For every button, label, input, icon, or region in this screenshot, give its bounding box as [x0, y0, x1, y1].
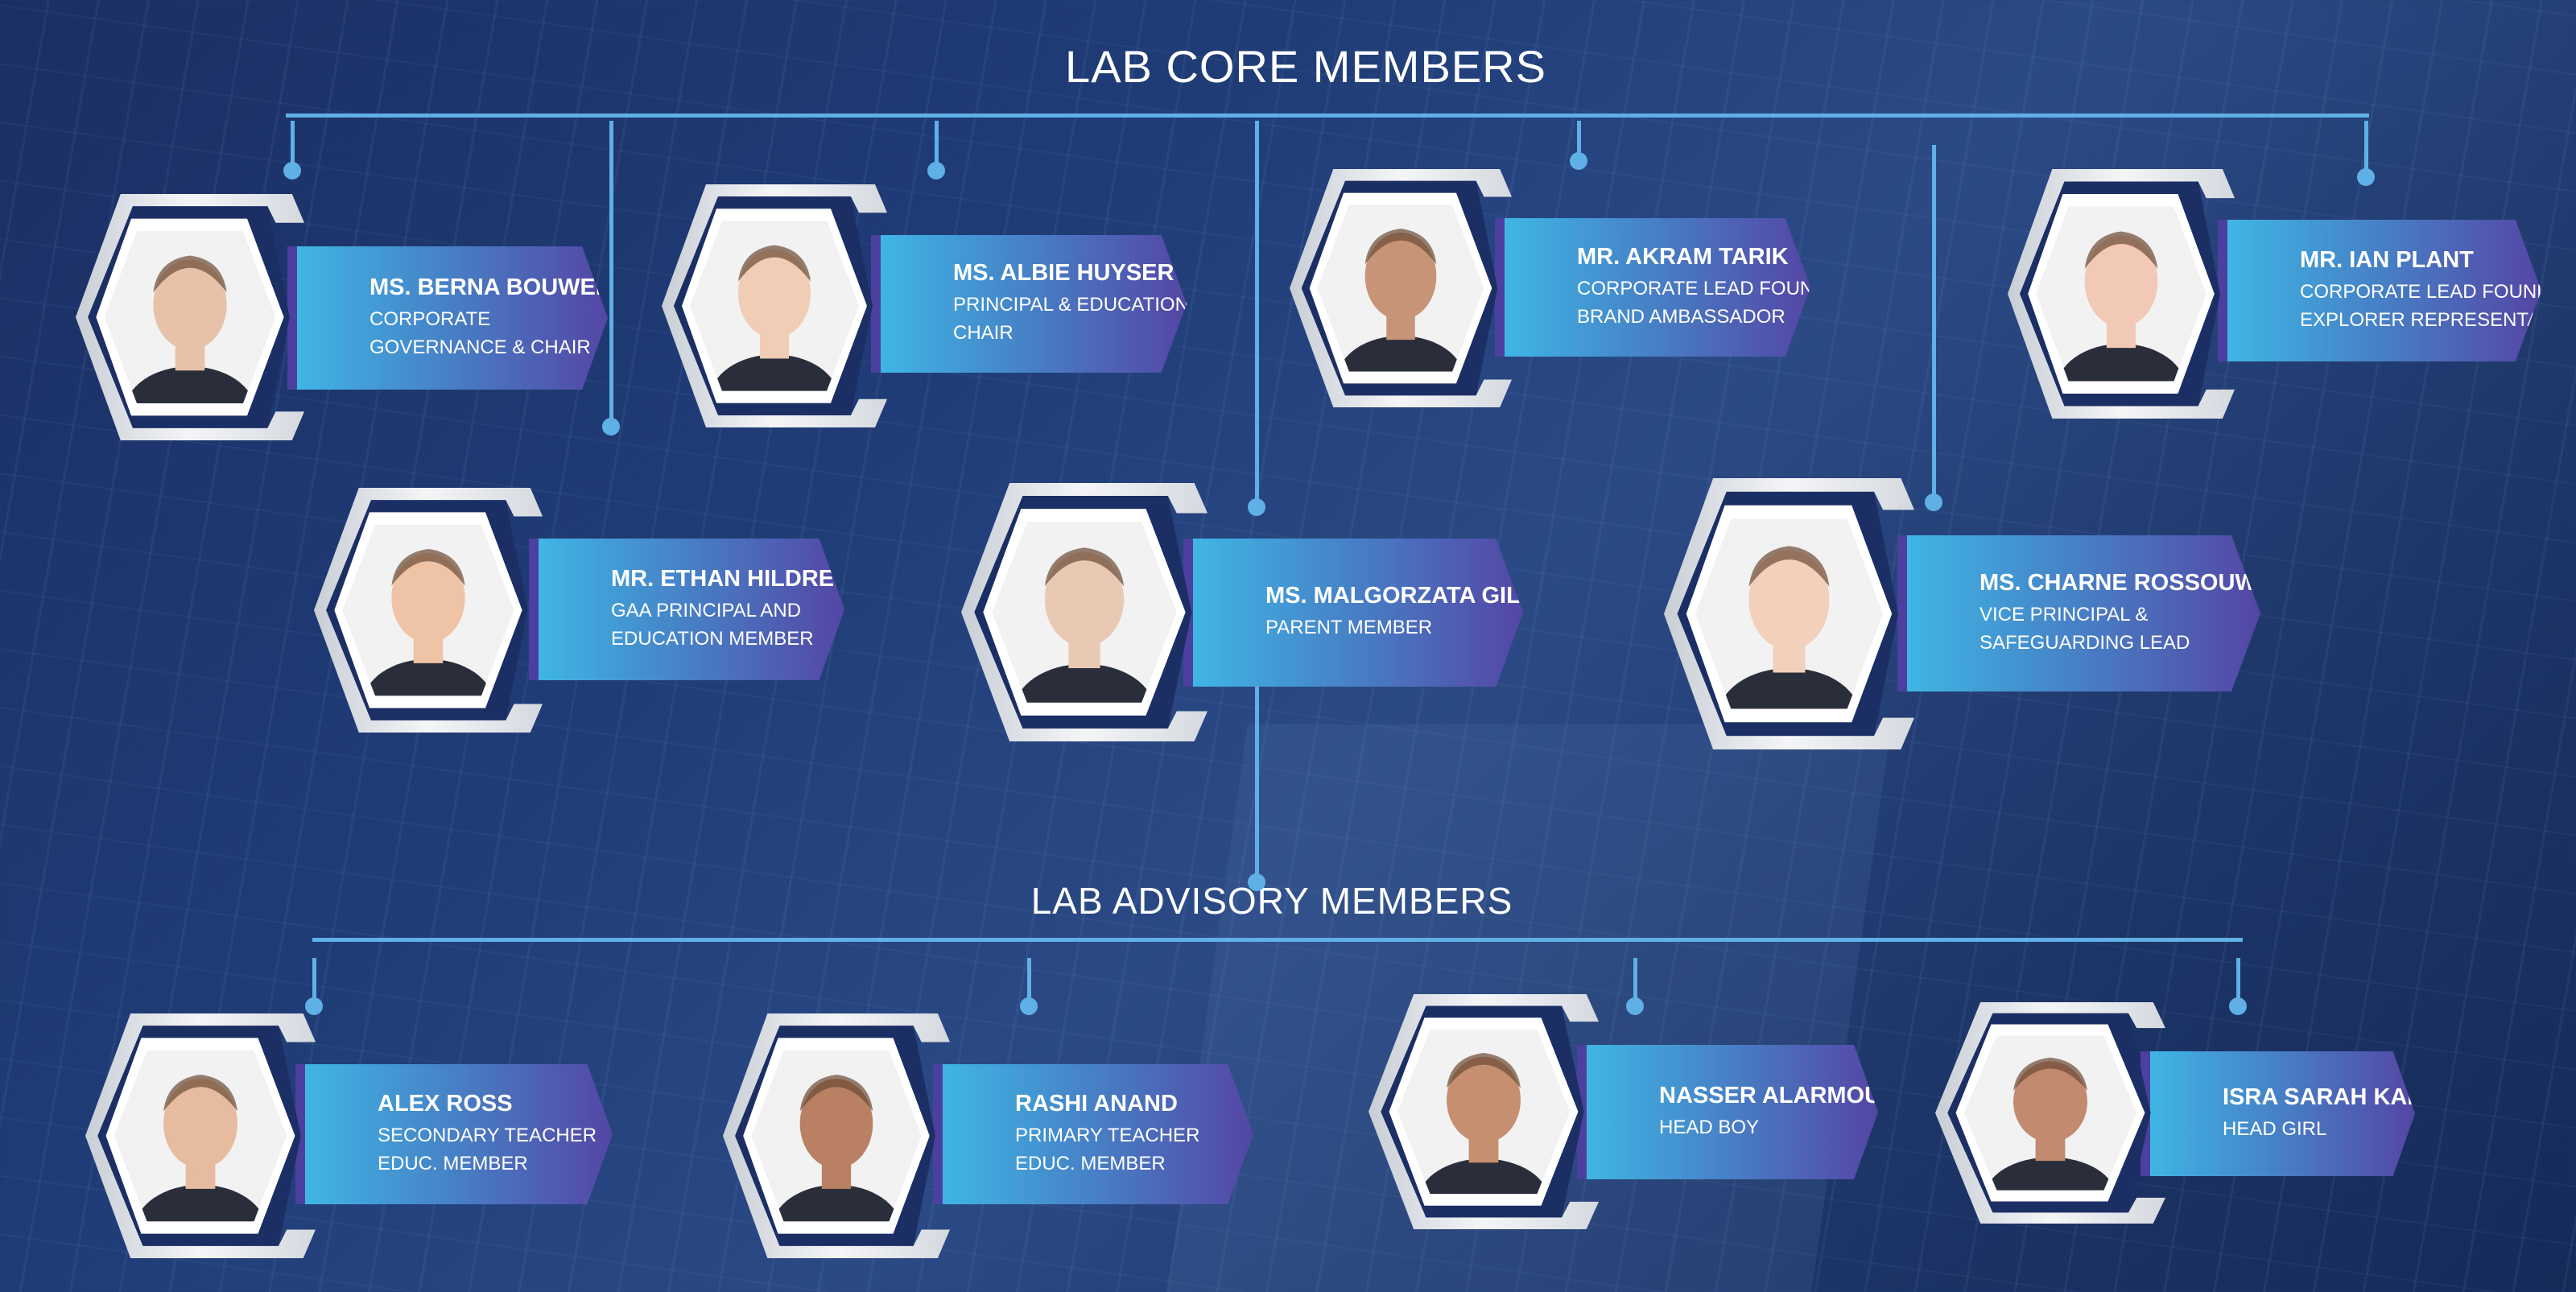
connector-line: [1577, 121, 1581, 161]
connector-dot: [1248, 873, 1265, 891]
member-role: EDUC. MEMBER: [378, 1152, 528, 1174]
member-role: EXPLORER REPRESENTATIVE: [2300, 308, 2576, 331]
member-role: SAFEGUARDING LEAD: [1979, 631, 2190, 654]
member-photo-frame: [1368, 994, 1599, 1229]
member-name: ALEX ROSS: [378, 1090, 513, 1117]
member-name: RASHI ANAND: [1015, 1090, 1178, 1117]
member-photo: [342, 524, 514, 696]
member-role: GAA PRINCIPAL AND: [611, 599, 802, 621]
core-horizontal-line: [286, 114, 2369, 118]
member-photo: [1963, 1035, 2137, 1191]
member-photo: [751, 1050, 922, 1222]
connector-line: [291, 121, 295, 171]
member-photo-frame: [961, 483, 1208, 741]
member-name: MS. BERNA BOUWER: [369, 274, 613, 300]
member-photo-frame: [1290, 169, 1512, 407]
member-name: MR. AKRAM TARIK: [1577, 243, 1789, 270]
advisory-members-title: LAB ADVISORY MEMBERS: [1030, 880, 1513, 922]
connector-line: [2236, 958, 2240, 1006]
member-role: PARENT MEMBER: [1265, 617, 1433, 639]
member-role: CORPORATE LEAD FOUNDERS: [2300, 280, 2576, 303]
member-name: MS. CHARNE ROSSOUW: [1979, 569, 2257, 596]
member-photo-frame: [662, 184, 887, 427]
connector-line: [609, 121, 613, 427]
member-photo: [1695, 518, 1884, 709]
connector-line: [1027, 958, 1031, 1006]
connector-line: [2364, 121, 2368, 177]
member-role: EDUCATION MEMBER: [611, 627, 814, 650]
member-photo: [1317, 204, 1484, 372]
connector-line: [1633, 958, 1637, 1006]
member-photo: [1397, 1029, 1571, 1195]
member-photo: [2036, 206, 2207, 382]
member-photo-frame: [723, 1013, 950, 1258]
member-role: GOVERNANCE & CHAIR: [369, 336, 591, 358]
connector-line: [1932, 145, 1936, 502]
connector-dot: [1925, 493, 1942, 511]
member-photo-frame: [1935, 1002, 2165, 1224]
member-banner: RASHI ANAND PRIMARY TEACHER EDUC. MEMBER: [933, 1064, 1253, 1204]
connector-line: [935, 121, 939, 171]
connector-line: [312, 958, 316, 1006]
member-photo-frame: [1664, 478, 1914, 749]
member-photo: [114, 1050, 287, 1222]
connector-line: [1255, 684, 1259, 882]
member-role: CORPORATE LEAD FOUNDERS: [1577, 277, 1868, 299]
member-name: ISRA SARAH KADAR: [2223, 1084, 2458, 1110]
connector-dot: [2229, 997, 2247, 1015]
member-name: NASSER ALARMOUTY: [1659, 1082, 1912, 1108]
member-role: HEAD GIRL: [2223, 1117, 2327, 1140]
core-members-title: LAB CORE MEMBERS: [1065, 41, 1546, 92]
connector-line: [1255, 121, 1259, 507]
member-role: CHAIR: [953, 322, 1013, 344]
member-role: PRIMARY TEACHER: [1015, 1124, 1200, 1146]
member-name: MS. ALBIE HUYSER: [953, 260, 1174, 287]
member-photo: [992, 522, 1177, 703]
member-banner: MS. CHARNE ROSSOUW VICE PRINCIPAL & SAFEGU…: [1897, 535, 2260, 691]
member-photo-frame: [76, 194, 304, 440]
connector-dot: [927, 162, 945, 180]
connector-dot: [1248, 498, 1265, 516]
member-photo-frame: [2008, 169, 2235, 419]
connector-dot: [283, 162, 301, 180]
member-role: PRINCIPAL & EDUCATIONAL: [953, 294, 1213, 316]
member-name: MR. ETHAN HILDRETH: [611, 565, 865, 592]
connector-dot: [1626, 997, 1644, 1015]
connector-dot: [1020, 997, 1038, 1015]
member-photo-frame: [85, 1013, 316, 1258]
member-role: VICE PRINCIPAL &: [1979, 603, 2149, 625]
member-role: SECONDARY TEACHER: [378, 1124, 597, 1146]
member-role: HEAD BOY: [1659, 1116, 1760, 1138]
connector-dot: [2357, 168, 2375, 186]
member-role: CORPORATE: [369, 308, 491, 330]
member-name: MS. MALGORZATA GILANI: [1265, 583, 1561, 609]
connector-dot: [602, 418, 620, 435]
connector-dot: [305, 997, 323, 1015]
member-role: EDUC. MEMBER: [1015, 1152, 1166, 1174]
member-photo-frame: [314, 488, 543, 733]
advisory-horizontal-line: [312, 938, 2243, 942]
member-photo: [104, 230, 276, 404]
member-banner: ALEX ROSS SECONDARY TEACHER EDUC. MEMBER: [295, 1064, 613, 1204]
member-photo: [690, 221, 859, 391]
member-role: BRAND AMBASSADOR: [1577, 305, 1785, 328]
member-name: MR. IAN PLANT: [2300, 246, 2474, 273]
connector-dot: [1570, 152, 1587, 170]
